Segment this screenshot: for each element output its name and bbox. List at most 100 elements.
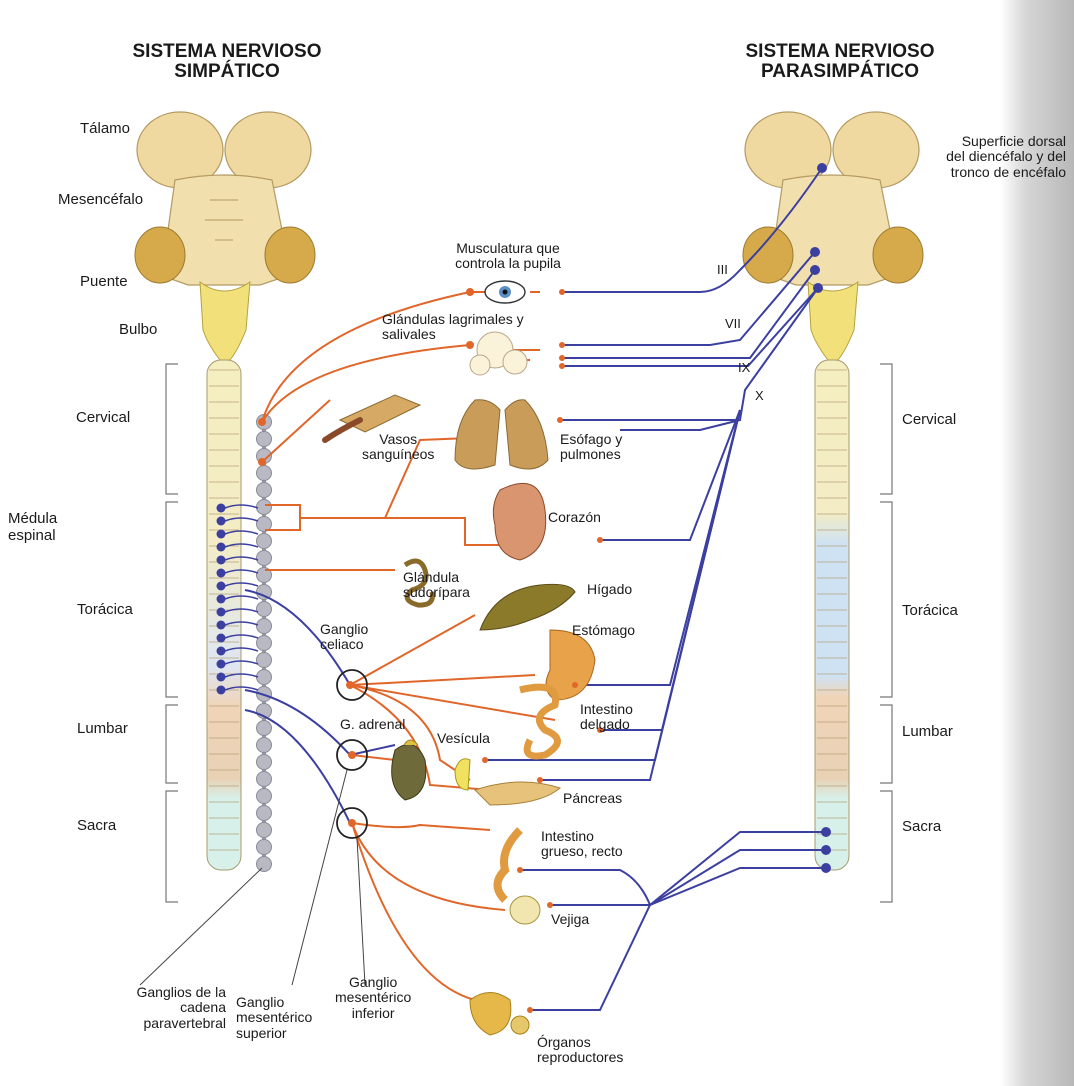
label-talamo: Tálamo [80,121,130,138]
chain-ganglion [257,772,272,787]
label-higado: Hígado [587,582,632,597]
outflow-node [217,517,226,526]
label-estomago: Estómago [572,623,635,638]
chain-ganglion [257,857,272,872]
target-synapse [559,342,565,348]
left-brainstem [135,112,315,360]
organ-bladder [510,896,540,924]
label-puente: Puente [80,274,128,291]
right-region-brackets [880,364,892,902]
organ-liver [480,584,575,630]
organ-heart [493,483,545,560]
label-sudoripara: Glándula sudorípara [403,570,470,601]
label-pancreas: Páncreas [563,791,622,806]
label-ganglios-cadena: Ganglios de la cadena paravertebral [108,985,226,1031]
outflow-node [217,621,226,630]
outflow-node [217,530,226,539]
outflow-node [217,660,226,669]
leader-lines [140,770,365,985]
chain-ganglion [257,653,272,668]
label-vasos: Vasos sanguíneos [362,432,434,463]
chain-ganglion [257,551,272,566]
label-glandulas: Glándulas lagrimales y salivales [382,312,524,343]
label-g-adrenal: G. adrenal [340,717,405,732]
organ-adrenal-kidney [392,740,426,800]
chain-ganglion [257,534,272,549]
chain-ganglion [257,619,272,634]
label-ganglio-celiaco: Ganglio celiaco [320,622,368,653]
target-synapse [559,363,565,369]
target-synapse [527,1007,533,1013]
target-synapse [547,902,553,908]
organ-eye [485,281,525,303]
chain-ganglion [257,432,272,447]
chain-ganglion [257,602,272,617]
label-toracica-right: Torácica [902,603,958,620]
outflow-node [217,556,226,565]
outflow-node [217,543,226,552]
label-sacra-left: Sacra [77,818,116,835]
label-mesencefalo: Mesencéfalo [58,192,143,209]
chain-ganglion [257,738,272,753]
label-lumbar-right: Lumbar [902,724,953,741]
chain-ganglion [257,721,272,736]
organ-lungs [455,400,548,469]
organ-pancreas [475,782,560,805]
label-sacra-right: Sacra [902,819,941,836]
label-bulbo: Bulbo [119,322,157,339]
label-esofago: Esófago y pulmones [560,432,622,463]
target-synapse [572,682,578,688]
organ-reproductive [470,993,529,1036]
label-corazon: Corazón [548,510,601,525]
chain-ganglion [257,483,272,498]
outflow-node [217,595,226,604]
synapse-dot [348,819,356,827]
target-synapse [482,757,488,763]
chain-ganglion [257,500,272,515]
left-region-brackets [166,364,178,902]
chain-ganglion [257,636,272,651]
synapse-dot [258,418,266,426]
outflow-node [217,673,226,682]
label-cervical-left: Cervical [76,410,130,427]
outflow-node [217,608,226,617]
chain-ganglion [257,823,272,838]
label-ganglio-mes-superior: Ganglio mesentérico superior [236,995,312,1041]
label-toracica-left: Torácica [77,602,133,619]
chain-ganglion [257,789,272,804]
synapse-dot [466,288,474,296]
sympathetic-chain [257,415,272,872]
chain-ganglion [257,755,272,770]
outflow-node [217,686,226,695]
label-intestino-grueso: Intestino grueso, recto [541,829,623,860]
cranial-nerve-VII: VII [725,316,741,331]
target-synapse [559,289,565,295]
outflow-node [217,634,226,643]
sympathetic-fibers [262,292,555,1000]
organ-large-intestine [498,830,521,900]
target-synapse [559,355,565,361]
organ-small-intestine [520,687,558,756]
label-medula-espinal: Médula espinal [8,511,57,544]
sympathetic-title: SISTEMA NERVIOSO SIMPÁTICO [92,42,362,82]
right-spinal-cord [815,360,849,870]
label-vesicula: Vesícula [437,731,490,746]
organ-gallbladder [455,759,470,790]
chain-ganglion [257,670,272,685]
outflow-node [217,504,226,513]
label-ganglio-mes-inferior: Ganglio mesentérico inferior [335,975,411,1021]
synapse-dot [348,751,356,759]
label-intestino-delgado: Intestino delgado [580,702,633,733]
target-synapse [517,867,523,873]
target-synapse [537,777,543,783]
target-synapse [597,537,603,543]
chain-ganglion [257,840,272,855]
label-cervical-right: Cervical [902,412,956,429]
label-vejiga: Vejiga [551,912,589,927]
synapse-dot [258,458,266,466]
label-lumbar-left: Lumbar [77,721,128,738]
chain-ganglion [257,806,272,821]
cranial-nerve-III: III [717,262,728,277]
cranial-nerve-X: X [755,388,764,403]
